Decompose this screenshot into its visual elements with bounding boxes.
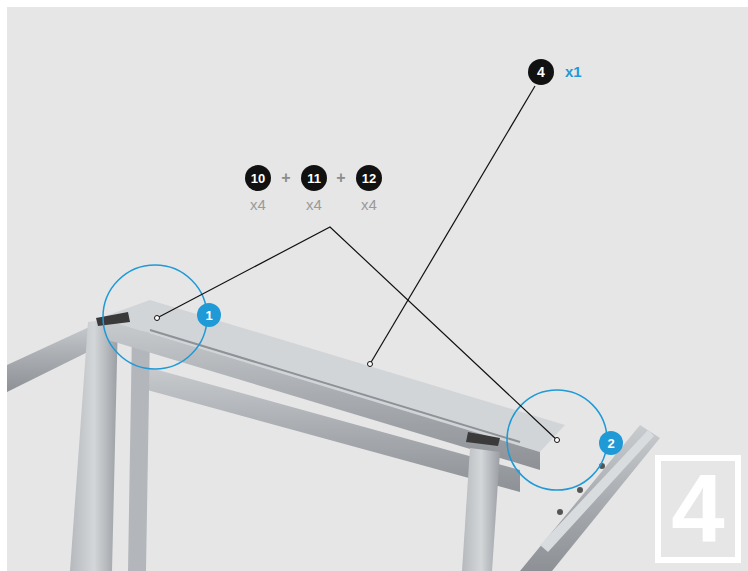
part-number: 10 [245, 165, 271, 191]
number-text: 4 [671, 461, 724, 557]
plus-sign: + [336, 169, 345, 187]
part-number: 11 [301, 165, 327, 191]
detail-number: 2 [599, 431, 623, 455]
quantity: x4 [250, 196, 266, 213]
number-text: 1 [205, 308, 212, 323]
quantity: x4 [306, 196, 322, 213]
step-number: 4 [655, 455, 741, 563]
number-text: 4 [537, 64, 545, 80]
part-number: 4 [528, 59, 554, 85]
number-text: 12 [362, 171, 376, 186]
part-number: 12 [356, 165, 382, 191]
quantity: x4 [361, 196, 377, 213]
number-text: 10 [251, 171, 265, 186]
plus-sign: + [281, 169, 290, 187]
quantity: x1 [565, 63, 582, 80]
number-text: 11 [307, 171, 321, 186]
detail-number: 1 [197, 303, 221, 327]
number-text: 2 [607, 436, 614, 451]
